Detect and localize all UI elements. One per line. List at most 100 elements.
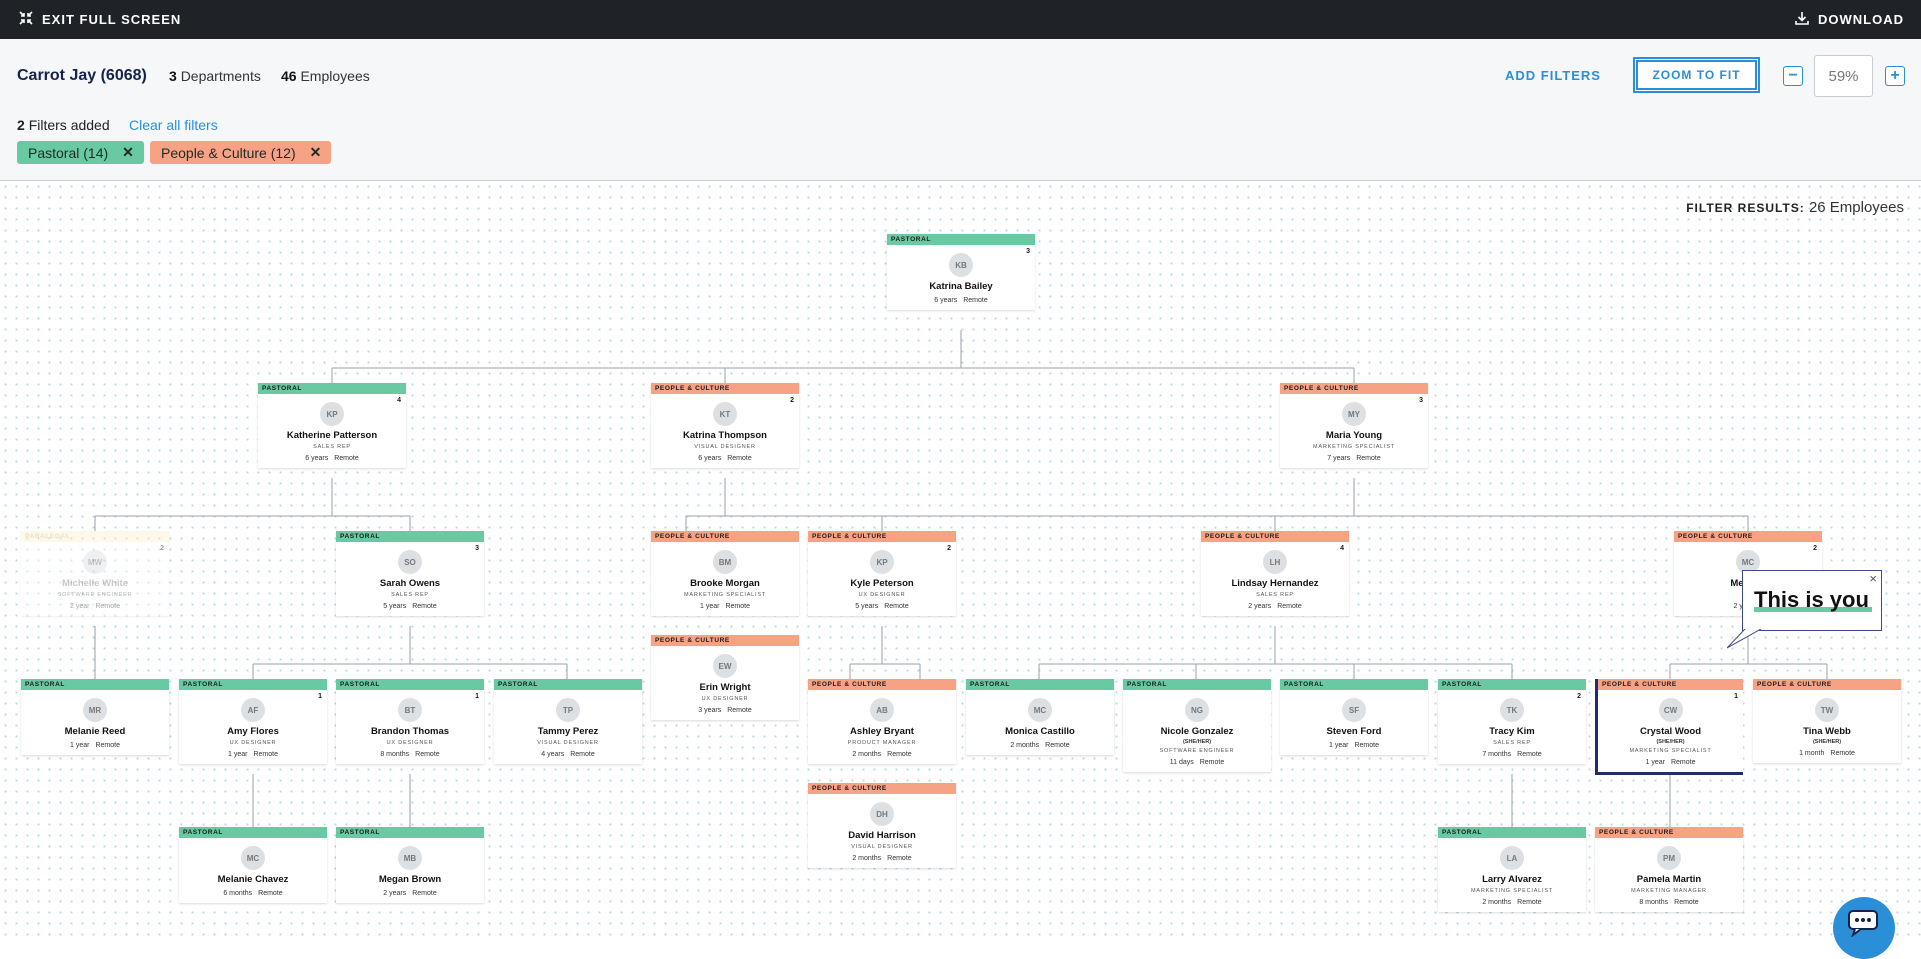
employee-name: Brandon Thomas bbox=[370, 726, 450, 737]
employee-tenure: 2 months bbox=[1482, 899, 1512, 906]
filter-results-label: FILTER RESULTS: bbox=[1686, 201, 1805, 215]
employee-location: Remote bbox=[258, 890, 283, 897]
employee-card-kt[interactable]: PEOPLE & CULTURE 2 KT Katrina Thompson V… bbox=[651, 383, 799, 468]
employee-title: UX DESIGNER bbox=[701, 696, 749, 702]
employee-title: MARKETING MANAGER bbox=[1631, 888, 1707, 894]
departments-count: 3 bbox=[169, 68, 177, 84]
employee-card-ew[interactable]: PEOPLE & CULTURE EW Erin Wright UX DESIG… bbox=[651, 635, 799, 720]
download-icon bbox=[1794, 10, 1810, 29]
employee-name: Brooke Morgan bbox=[690, 578, 760, 589]
employee-card-af[interactable]: PASTORAL 1 AF Amy Flores UX DESIGNER 1 y… bbox=[179, 679, 327, 764]
close-tooltip-icon[interactable]: × bbox=[1869, 571, 1877, 586]
chat-support-button[interactable] bbox=[1833, 897, 1895, 959]
department-label: PEOPLE & CULTURE bbox=[808, 531, 956, 542]
employee-meta: 3 years Remote bbox=[651, 707, 799, 720]
employee-tenure: 2 year bbox=[70, 603, 90, 610]
employee-card-bm[interactable]: PEOPLE & CULTURE BM Brooke Morgan MARKET… bbox=[651, 531, 799, 616]
employee-tenure: 6 years bbox=[698, 455, 722, 462]
employee-title: UX DESIGNER bbox=[858, 592, 906, 598]
employee-name: Tammy Perez bbox=[537, 726, 599, 737]
exit-full-screen-button[interactable]: EXIT FULL SCREEN bbox=[18, 0, 181, 39]
zoom-level-input[interactable]: 59% bbox=[1814, 55, 1873, 97]
employee-name: Sarah Owens bbox=[379, 578, 441, 589]
employee-card-tp[interactable]: PASTORAL TP Tammy Perez VISUAL DESIGNER … bbox=[494, 679, 642, 764]
zoom-to-fit-button[interactable]: ZOOM TO FIT bbox=[1633, 57, 1760, 93]
employee-title: UX DESIGNER bbox=[229, 740, 277, 746]
employee-name: Tracy Kim bbox=[1489, 726, 1535, 737]
filter-chip-pastoral[interactable]: Pastoral (14) ✕ bbox=[17, 141, 144, 164]
department-label: PEOPLE & CULTURE bbox=[651, 383, 799, 394]
employee-card-ng[interactable]: PASTORAL NG Nicole Gonzalez (SHE/HER) SO… bbox=[1123, 679, 1271, 772]
employee-card-kp2[interactable]: PEOPLE & CULTURE 2 KP Kyle Peterson UX D… bbox=[808, 531, 956, 616]
employee-card-cw[interactable]: PEOPLE & CULTURE 1 CW Crystal Wood (SHE/… bbox=[1595, 679, 1743, 775]
employee-location: Remote bbox=[725, 603, 750, 610]
employee-location: Remote bbox=[963, 297, 988, 304]
avatar: TK bbox=[1500, 698, 1524, 722]
employee-card-my[interactable]: PEOPLE & CULTURE 3 MY Maria Young MARKET… bbox=[1280, 383, 1428, 468]
remove-filter-icon[interactable]: ✕ bbox=[122, 144, 134, 160]
avatar: BT bbox=[398, 698, 422, 722]
avatar: SO bbox=[398, 550, 422, 574]
department-label: PASTORAL bbox=[1280, 679, 1428, 690]
employee-title: MARKETING SPECIALIST bbox=[1629, 748, 1712, 754]
employee-card-la[interactable]: PASTORAL LA Larry Alvarez MARKETING SPEC… bbox=[1438, 827, 1586, 912]
employee-card-mc2[interactable]: PASTORAL MC Monica Castillo 2 months Rem… bbox=[966, 679, 1114, 755]
zoom-out-button[interactable]: − bbox=[1783, 66, 1803, 86]
employee-location: Remote bbox=[727, 707, 752, 714]
department-label: PASTORAL bbox=[1438, 827, 1586, 838]
employee-title: MARKETING SPECIALIST bbox=[1470, 888, 1553, 894]
employee-tenure: 6 years bbox=[934, 297, 958, 304]
employee-card-tw[interactable]: PEOPLE & CULTURE TW Tina Webb (SHE/HER) … bbox=[1753, 679, 1901, 763]
employee-meta: 6 years Remote bbox=[651, 455, 799, 468]
avatar: LH bbox=[1263, 550, 1287, 574]
filters-added-summary: 2 Filters added bbox=[17, 117, 110, 133]
employee-card-mw[interactable]: PARALEGAL 2 MW Michelle White SOFTWARE E… bbox=[21, 531, 169, 616]
employee-tenure: 2 months bbox=[852, 751, 882, 758]
employee-card-mc3[interactable]: PASTORAL MC Melanie Chavez 6 months Remo… bbox=[179, 827, 327, 903]
employee-location: Remote bbox=[1045, 742, 1070, 749]
employee-card-lh[interactable]: PEOPLE & CULTURE 4 LH Lindsay Hernandez … bbox=[1201, 531, 1349, 616]
employee-meta: 8 months Remote bbox=[336, 751, 484, 764]
avatar: BM bbox=[713, 550, 737, 574]
employee-name: Amy Flores bbox=[227, 726, 279, 737]
zoom-in-button[interactable]: + bbox=[1885, 66, 1905, 86]
avatar: MB bbox=[398, 846, 422, 870]
departments-label: Departments bbox=[180, 68, 261, 84]
employee-location: Remote bbox=[253, 751, 278, 758]
employee-pronoun: (SHE/HER) bbox=[1656, 739, 1685, 745]
employee-card-kb[interactable]: PASTORAL 3 KB Katrina Bailey 6 years Rem… bbox=[887, 234, 1035, 310]
employee-card-kp1[interactable]: PASTORAL 4 KP Katherine Patterson SALES … bbox=[258, 383, 406, 468]
filter-chip-people-culture[interactable]: People & Culture (12) ✕ bbox=[150, 141, 332, 164]
avatar: MY bbox=[1342, 402, 1366, 426]
department-label: PEOPLE & CULTURE bbox=[1201, 531, 1349, 542]
department-label: PASTORAL bbox=[336, 679, 484, 690]
employee-card-mb[interactable]: PASTORAL MB Megan Brown 2 years Remote bbox=[336, 827, 484, 903]
employee-name: Nicole Gonzalez bbox=[1160, 726, 1234, 737]
employee-card-tk[interactable]: PASTORAL 2 TK Tracy Kim SALES REP 7 mont… bbox=[1438, 679, 1586, 764]
employee-card-sf[interactable]: PASTORAL SF Steven Ford 1 year Remote bbox=[1280, 679, 1428, 755]
employee-meta: 6 years Remote bbox=[258, 455, 406, 468]
employee-card-mr[interactable]: PASTORAL MR Melanie Reed 1 year Remote bbox=[21, 679, 169, 755]
employee-card-so[interactable]: PASTORAL 3 SO Sarah Owens SALES REP 5 ye… bbox=[336, 531, 484, 616]
employee-name: Crystal Wood bbox=[1639, 726, 1702, 737]
direct-reports-count: 2 bbox=[1577, 693, 1581, 700]
employee-card-pm[interactable]: PEOPLE & CULTURE PM Pamela Martin MARKET… bbox=[1595, 827, 1743, 912]
employee-tenure: 1 year bbox=[1645, 759, 1665, 766]
avatar: AB bbox=[870, 698, 894, 722]
employee-card-bt[interactable]: PASTORAL 1 BT Brandon Thomas UX DESIGNER… bbox=[336, 679, 484, 764]
add-filters-button[interactable]: ADD FILTERS bbox=[1505, 68, 1601, 83]
download-button[interactable]: DOWNLOAD bbox=[1794, 0, 1904, 39]
employee-pronoun: (SHE/HER) bbox=[1182, 739, 1212, 745]
employee-title: SALES REP bbox=[1493, 740, 1531, 746]
employee-card-dh[interactable]: PEOPLE & CULTURE DH David Harrison VISUA… bbox=[808, 783, 956, 868]
employee-meta: 1 year Remote bbox=[651, 603, 799, 616]
avatar: MC bbox=[1028, 698, 1052, 722]
employee-card-ab[interactable]: PEOPLE & CULTURE AB Ashley Bryant PRODUC… bbox=[808, 679, 956, 764]
download-label: DOWNLOAD bbox=[1818, 12, 1904, 27]
employee-location: Remote bbox=[1356, 455, 1381, 462]
avatar: TP bbox=[556, 698, 580, 722]
remove-filter-icon[interactable]: ✕ bbox=[309, 144, 322, 160]
employee-meta: 7 months Remote bbox=[1438, 751, 1586, 764]
employee-name: Erin Wright bbox=[699, 682, 751, 693]
clear-all-filters-link[interactable]: Clear all filters bbox=[129, 117, 218, 133]
